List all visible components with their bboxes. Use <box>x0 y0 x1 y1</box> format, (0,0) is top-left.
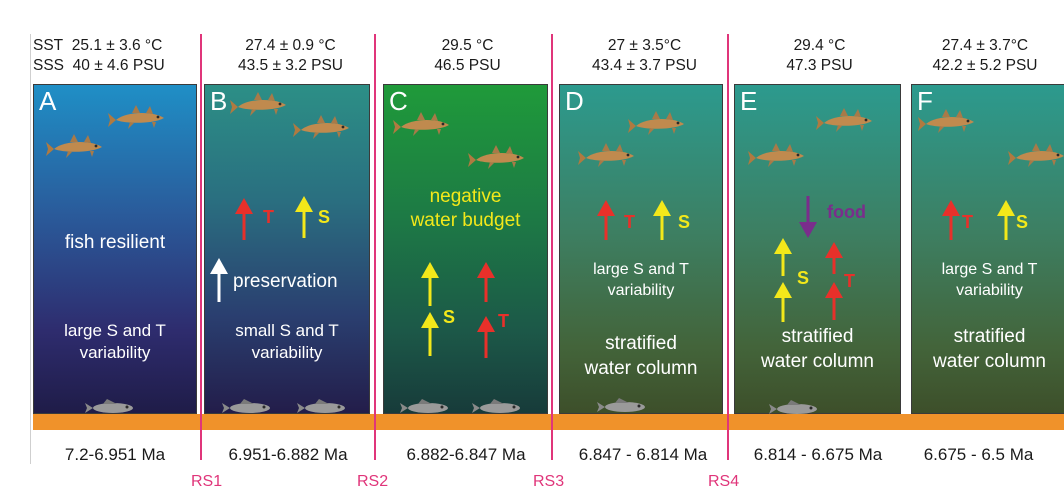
fish-icon <box>468 145 524 169</box>
bottom-fish-icon <box>769 400 817 414</box>
panel-letter: D <box>565 86 584 116</box>
panel-letter: B <box>210 86 228 116</box>
salinity-label: S <box>318 207 331 227</box>
age-label-d: 6.847 - 6.814 Ma <box>578 445 708 464</box>
header-col-f: 27.4 ± 3.7°C 42.2 ± 5.2 PSU <box>932 37 1038 74</box>
rs1-boundary-line <box>200 34 202 460</box>
rs4-label: RS4 <box>708 473 740 490</box>
panel-text: water column <box>761 351 874 372</box>
age-label-b: 6.951-6.882 Ma <box>228 445 348 464</box>
salinity-label: S <box>797 268 810 288</box>
fish-icon <box>230 92 286 116</box>
bottom-fish-icon <box>297 399 345 413</box>
temperature-label: T <box>844 271 855 291</box>
salinity-label: S <box>1016 212 1029 232</box>
panel-text: large S and T <box>941 261 1038 278</box>
rs3-boundary-line <box>551 34 553 460</box>
temperature-up-arrow <box>477 262 495 302</box>
panel-c: C negative water budget S T <box>383 84 548 414</box>
panel-letter: E <box>740 86 758 116</box>
header-col-a: SST 25.1 ± 3.6 °C SSS 40 ± 4.6 PSU <box>33 37 165 74</box>
panel-letter: A <box>39 86 57 116</box>
header-col-b: 27.4 ± 0.9 °C 43.5 ± 3.2 PSU <box>237 37 343 74</box>
rs2-label: RS2 <box>357 473 389 490</box>
fish-icon <box>46 134 102 158</box>
fish-icon <box>293 115 349 139</box>
panel-text: water budget <box>410 210 521 231</box>
fish-icon <box>748 143 804 167</box>
panel-text: large S and T <box>64 321 166 340</box>
panel-text: negative <box>429 186 502 207</box>
bottom-fish-icon <box>222 399 270 413</box>
salinity-up-arrow <box>997 200 1015 240</box>
rs2-boundary-line <box>374 34 376 460</box>
salinity-label: S <box>678 212 691 232</box>
preservation-label: preservation <box>233 271 338 292</box>
panel-text: variability <box>79 343 151 362</box>
rs1-label: RS1 <box>191 473 223 490</box>
panel-b: B T S preservation small S and T variabi… <box>204 84 370 414</box>
panel-text: stratified <box>605 333 677 354</box>
header-col-c: 29.5 °C 46.5 PSU <box>434 37 501 74</box>
food-down-arrow <box>799 196 817 238</box>
food-label: food <box>827 202 866 222</box>
panel-d: D T S large S and T variability stratifi… <box>559 84 723 414</box>
temperature-up-arrow <box>942 200 960 240</box>
panel-e: E food S T stratified water column <box>734 84 901 414</box>
header-col-e: 29.4 °C 47.3 PSU <box>786 37 853 74</box>
panel-text: stratified <box>953 326 1026 347</box>
rs3-label: RS3 <box>533 473 565 490</box>
bottom-fish-icon <box>597 398 645 412</box>
fish-icon <box>393 112 449 136</box>
fish-icon <box>918 109 974 133</box>
seabed-strip <box>33 414 1064 430</box>
preservation-up-arrow <box>210 258 228 302</box>
rs4-boundary-line <box>727 34 729 460</box>
panel-text: small S and T <box>235 321 339 340</box>
temperature-label: T <box>263 207 274 227</box>
age-label-f: 6.675 - 6.5 Ma <box>923 445 1034 464</box>
panel-text: fish resilient <box>64 232 166 253</box>
bottom-fish-icon <box>400 399 448 413</box>
panel-text: large S and T <box>593 261 689 278</box>
temperature-label: T <box>962 212 973 232</box>
temperature-up-arrow <box>235 198 253 240</box>
temperature-up-arrow <box>477 316 495 358</box>
salinity-up-arrow <box>774 282 792 322</box>
fish-icon <box>816 108 872 132</box>
temperature-label: T <box>498 311 509 331</box>
panel-text: variability <box>607 282 675 299</box>
fish-icon <box>628 111 684 135</box>
salinity-up-arrow <box>653 200 671 240</box>
salinity-up-arrow <box>421 262 439 306</box>
panel-letter: C <box>389 86 408 116</box>
fish-icon <box>108 105 164 129</box>
temperature-up-arrow <box>825 242 843 274</box>
salinity-up-arrow <box>774 238 792 276</box>
bottom-fish-icon <box>472 399 520 413</box>
fish-icon <box>578 143 634 167</box>
header-col-d: 27 ± 3.5°C 43.4 ± 3.7 PSU <box>591 37 697 74</box>
left-axis-line <box>30 34 31 464</box>
panel-text: water column <box>933 351 1046 372</box>
panel-text: water column <box>584 358 698 379</box>
bottom-fish-icon <box>85 399 133 413</box>
panel-letter: F <box>917 86 933 116</box>
age-label-e: 6.814 - 6.675 Ma <box>753 445 883 464</box>
panel-f: F T S large S and T variability stratifi… <box>911 84 1064 414</box>
age-label-a: 7.2-6.951 Ma <box>64 445 166 464</box>
panel-text: stratified <box>781 326 854 347</box>
temperature-label: T <box>624 212 635 232</box>
panel-text: variability <box>251 343 323 362</box>
salinity-label: S <box>443 307 456 327</box>
panel-text: variability <box>956 282 1023 299</box>
temperature-up-arrow <box>597 200 615 240</box>
temperature-up-arrow <box>825 282 843 320</box>
salinity-up-arrow <box>421 312 439 356</box>
age-label-c: 6.882-6.847 Ma <box>406 445 526 464</box>
salinity-up-arrow <box>295 196 313 238</box>
panel-a: A fish resilient large S and T variabili… <box>33 84 197 414</box>
fish-icon <box>1008 143 1064 167</box>
